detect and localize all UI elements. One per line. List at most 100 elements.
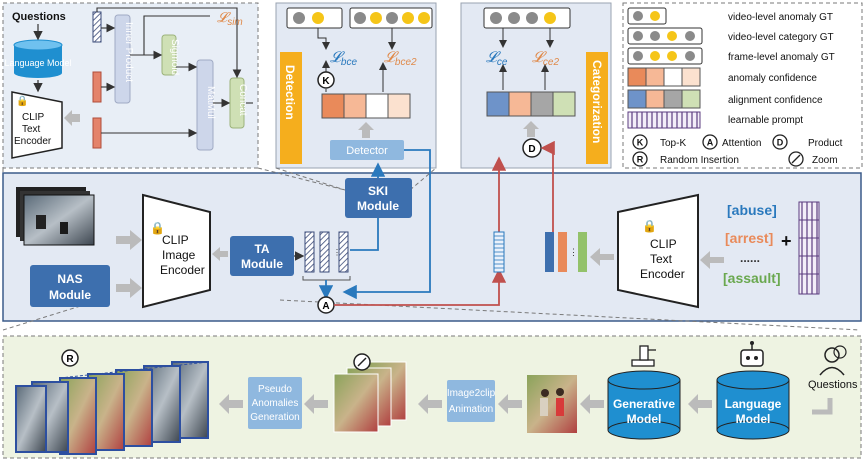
feature-bar <box>92 71 102 103</box>
anomaly-confidence-row <box>321 93 411 119</box>
categorization-title-bar <box>586 52 608 164</box>
bottom-language-model-line2: Model <box>736 412 771 426</box>
arrow <box>590 248 614 266</box>
lock-icon: 🔒 <box>642 219 657 233</box>
detection-panel: Detection 𝓛bce 𝓛bce2 K Detector <box>275 2 437 169</box>
robot-icon <box>740 341 764 367</box>
learnable-prompt-bar <box>92 11 102 43</box>
ta-module-line1: TA <box>254 242 269 256</box>
gt-dot <box>370 12 382 24</box>
arrow <box>523 121 539 137</box>
generative-model-line2: Model <box>627 412 662 426</box>
pseudo-anomaly-video-sequence: R <box>15 349 209 455</box>
animated-clip-frames <box>333 353 407 433</box>
categorization-title: Categorization <box>590 60 604 143</box>
clip-image-encoder-line3: Encoder <box>160 263 205 277</box>
language-model-label: Language Model <box>4 58 71 68</box>
image2clip-line2: Animation <box>449 404 493 415</box>
svg-text:⋮: ⋮ <box>333 248 341 257</box>
svg-text:⋮: ⋮ <box>569 247 578 257</box>
arrow <box>700 251 724 269</box>
prompt-word-abuse: [abuse] <box>727 202 777 218</box>
pseudo-line2: Anomalies <box>252 398 299 409</box>
gt-dot <box>544 12 556 24</box>
nas-module-line1: NAS <box>57 272 82 286</box>
arrow <box>219 394 243 414</box>
feature-bar <box>92 117 102 149</box>
inner-product-label: Inner Product <box>123 22 134 82</box>
arrow <box>812 398 833 415</box>
ta-module-line2: Module <box>241 257 283 271</box>
inner-product-block <box>114 14 131 104</box>
attention-symbol-label: A <box>322 301 329 312</box>
nas-module-line2: Module <box>49 288 91 302</box>
arrow <box>304 394 328 414</box>
detector-label: Detector <box>346 145 388 157</box>
legend-attention: Attention <box>722 138 761 149</box>
gt-dot <box>490 12 502 24</box>
pseudo-anomaly-panel: Questions Language Model <box>2 335 862 459</box>
gt-dot <box>402 12 414 24</box>
categorization-panel: Categorization 𝓛ce 𝓛ce2 D <box>460 2 612 169</box>
legend-label-6: learnable prompt <box>728 115 803 126</box>
legend-symbol-k: K <box>637 138 644 148</box>
legend-label-4: anomaly confidence <box>728 73 817 84</box>
gt-dot <box>293 12 305 24</box>
topk-symbol <box>317 71 335 89</box>
input-video-frames <box>16 187 95 246</box>
arrow <box>580 394 604 414</box>
arrow <box>116 230 142 250</box>
prompt-word-arrest: [arrest] <box>725 230 773 246</box>
legend-product: Product <box>808 138 843 149</box>
gt-dot <box>526 12 538 24</box>
ski-module <box>345 178 412 218</box>
plus-sign: + <box>781 231 792 251</box>
clip-text-encoder-small: 🔒 CLIP Text Encoder <box>11 91 63 159</box>
ski-module-line1: SKI <box>368 184 388 198</box>
legend-label-1: video-level anomaly GT <box>728 12 833 23</box>
product-symbol-label: D <box>528 144 535 155</box>
concat-label: Concat <box>237 84 248 116</box>
clip-text-encoder-line1: CLIP <box>22 112 45 123</box>
ta-module <box>230 236 294 276</box>
arrow <box>358 122 374 138</box>
alignment-confidence-row <box>486 91 576 117</box>
legend-random-insertion: Random Insertion <box>660 155 739 166</box>
matmul-block <box>196 59 214 151</box>
sigmoid-label: Sigmoid <box>169 39 180 75</box>
arrow <box>418 394 442 414</box>
matmul-label: MatMul <box>205 86 216 119</box>
clip-text-encoder-line1: CLIP <box>650 237 677 251</box>
clip-text-encoder-line2: Text <box>650 252 673 266</box>
arrow <box>498 394 522 414</box>
generative-model: Generative Model <box>607 370 681 440</box>
random-insertion-symbol <box>61 349 79 367</box>
legend-topk: Top-K <box>660 138 686 149</box>
legend-panel: video-level anomaly GT video-level categ… <box>622 2 863 169</box>
ski-module-line2: Module <box>357 199 399 213</box>
text-branch-panel: Questions Language Model 🔒 CLIP Text Enc… <box>2 2 259 169</box>
lock-icon: 🔒 <box>150 221 165 235</box>
image2clip-block <box>447 380 495 422</box>
clip-image-encoder: 🔒 CLIP Image Encoder <box>142 193 211 309</box>
prompt-ellipsis: ...... <box>740 251 760 265</box>
detection-title-bar <box>280 52 302 164</box>
clip-image-encoder-line1: CLIP <box>162 233 189 247</box>
clip-text-encoder-line2: Text <box>22 124 41 135</box>
clip-text-encoder-line3: Encoder <box>640 267 685 281</box>
arrow <box>212 247 228 261</box>
gt-dot <box>418 12 430 24</box>
detection-title: Detection <box>283 65 297 120</box>
generative-machine-icon <box>631 345 656 367</box>
arrow <box>688 394 712 414</box>
gt-dot <box>508 12 520 24</box>
bottom-language-model: Language Model <box>716 370 790 440</box>
clip-text-encoder-line3: Encoder <box>14 136 52 147</box>
questions-label: Questions <box>12 11 66 23</box>
legend-label-3: frame-level anomaly GT <box>728 52 835 63</box>
arrow <box>64 110 80 126</box>
pseudo-line1: Pseudo <box>258 384 292 395</box>
topk-symbol-label: K <box>322 76 330 87</box>
generated-anomaly-image <box>527 375 577 433</box>
